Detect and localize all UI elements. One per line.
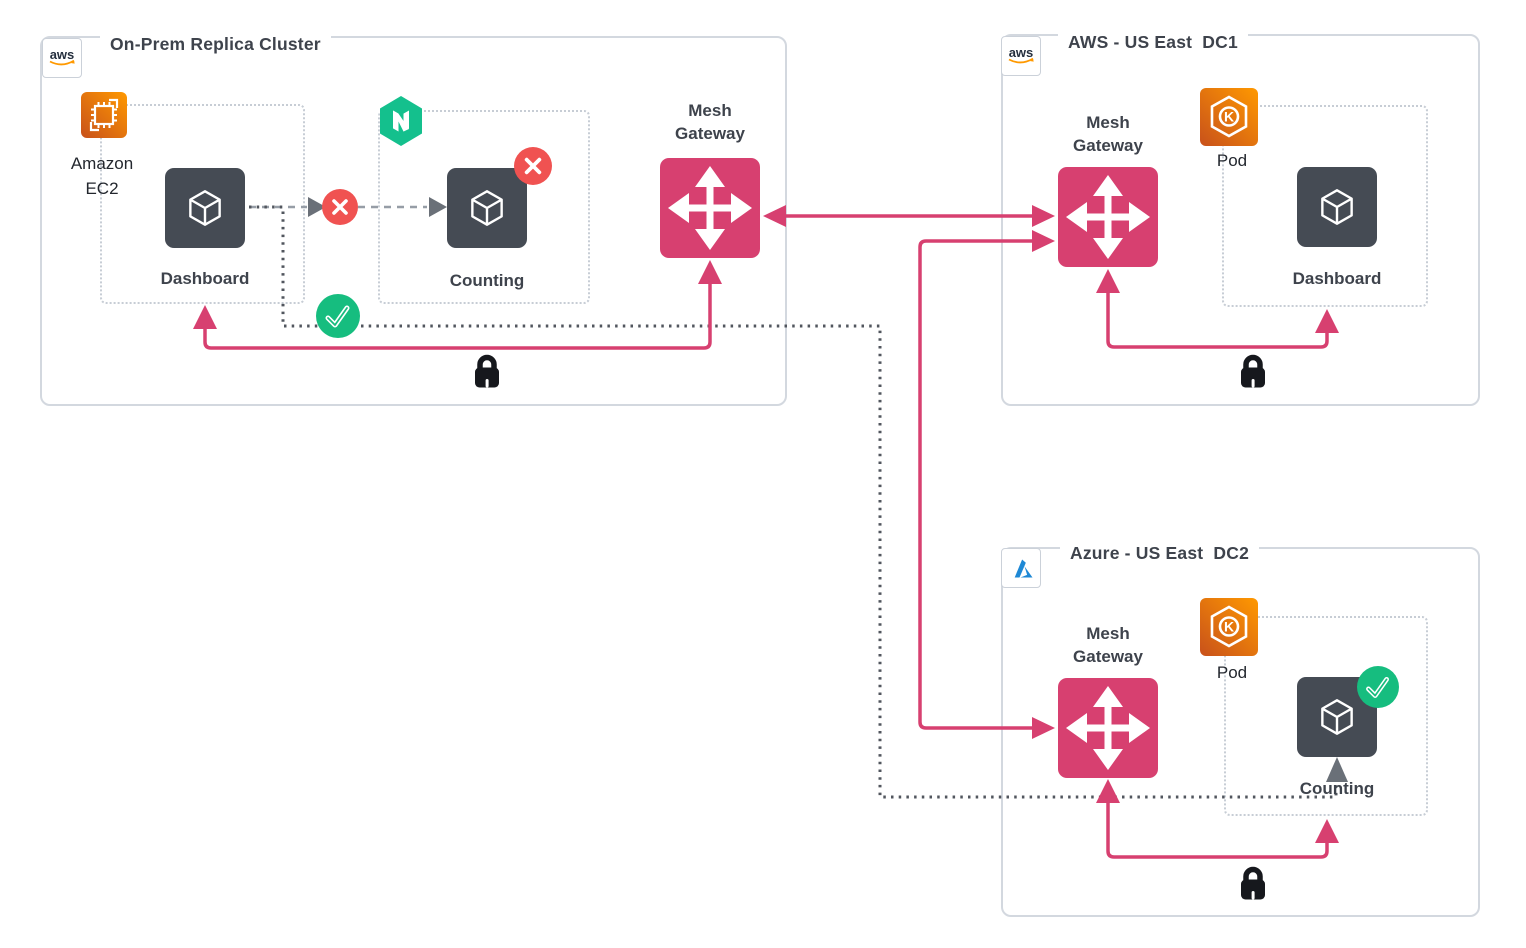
dc1-gateway-to-dashboard-link (1106, 292, 1329, 349)
service-group-onprem-counting (378, 110, 590, 304)
arrowhead-into-dc1-dashboard-group (1315, 309, 1339, 333)
svg-text:K: K (1224, 619, 1234, 635)
lock-icon (1236, 864, 1270, 907)
service-group-dc1-dashboard (1222, 105, 1428, 307)
failover-dotted-path (249, 205, 1338, 799)
ec2-chip-glyph (89, 98, 119, 132)
nomad-hexagon-glyph (380, 96, 422, 146)
lock-glyph (475, 354, 499, 388)
dc2-mesh-gateway (1058, 678, 1158, 778)
arrowhead-into-dc1-gateway-underside (1096, 269, 1120, 293)
success-check-icon (1357, 666, 1399, 708)
kubernetes-pod-icon: K (1200, 88, 1258, 146)
x-glyph (332, 199, 348, 215)
dashed-arrowhead-to-counting (429, 197, 447, 217)
arrowhead-into-dc2-counting-group (1315, 819, 1339, 843)
dc1-gateway-label: Mesh Gateway (1073, 113, 1143, 155)
lock-icon (1236, 352, 1270, 395)
service-container-onprem-counting (447, 168, 527, 248)
pod-label: Pod (1216, 663, 1248, 682)
azure-logo-icon (1014, 559, 1033, 578)
aws-logo-icon: aws (49, 47, 75, 66)
pod-label: Pod (1216, 151, 1248, 170)
dashed-arrowhead-to-failpoint (308, 197, 326, 217)
mesh-gateway-move-icon (1066, 686, 1150, 770)
success-check-icon (316, 294, 360, 338)
onprem-gateway-label: Mesh Gateway (675, 101, 745, 143)
container-cube-icon (1321, 189, 1353, 225)
cluster-title-onprem: On-Prem Replica Cluster (100, 31, 331, 58)
gateway-trunk-link-dc1-dc2 (918, 239, 1033, 730)
check-glyph (1366, 676, 1389, 698)
dc1-dashboard-label: Dashboard (1292, 269, 1382, 288)
aws-logo: aws (42, 38, 82, 78)
error-x-icon (514, 147, 552, 185)
container-cube-icon (189, 190, 221, 226)
x-glyph (524, 157, 542, 175)
lock-icon (470, 352, 504, 395)
error-x-icon (322, 189, 358, 225)
mesh-gateway-move-icon (1066, 175, 1150, 259)
lock-glyph (1241, 866, 1265, 900)
arrowhead-into-onprem-dashboard-group (193, 305, 217, 329)
dc2-gateway-to-counting-link (1106, 802, 1329, 859)
onprem-gateway-to-dashboard-link (203, 283, 712, 350)
service-container-dc1-dashboard (1297, 167, 1377, 247)
pod-hexagon-glyph: K (1210, 605, 1248, 648)
amazon-ec2-icon (81, 92, 127, 138)
lock-glyph (1241, 354, 1265, 388)
aws-logo: aws (1001, 36, 1041, 76)
container-cube-icon (471, 190, 503, 226)
dc2-counting-label: Counting (1299, 779, 1375, 798)
container-cube-icon (1321, 699, 1353, 735)
arrowhead-into-dc2-gateway-left (1032, 717, 1055, 739)
aws-logo-icon: aws (1008, 45, 1034, 64)
dc1-mesh-gateway (1058, 167, 1158, 267)
svg-text:aws: aws (50, 47, 75, 62)
service-group-dc2-counting (1224, 616, 1428, 816)
onprem-mesh-gateway (660, 158, 760, 258)
arrowhead-into-dc1-gateway-top (1032, 205, 1055, 227)
ec2-label: Amazon EC2 (70, 154, 134, 198)
onprem-counting-label: Counting (449, 271, 525, 290)
kubernetes-pod-icon: K (1200, 598, 1258, 656)
arrowhead-into-onprem-gateway (763, 205, 786, 227)
pod-hexagon-glyph: K (1210, 95, 1248, 138)
arrowhead-into-dc2-gateway-underside (1096, 779, 1120, 803)
mesh-gateway-move-icon (668, 166, 752, 250)
svg-text:aws: aws (1009, 45, 1034, 60)
cluster-title-aws-dc1: AWS - US East DC1 (1058, 29, 1248, 56)
service-group-onprem-dashboard (100, 104, 305, 304)
onprem-dashboard-label: Dashboard (160, 269, 250, 288)
nomad-icon (379, 95, 423, 152)
arrowhead-into-onprem-gateway-bottom (698, 260, 722, 284)
azure-logo (1001, 548, 1041, 588)
check-glyph (325, 305, 350, 328)
failover-arrowhead-to-dc2-counting (1326, 757, 1348, 782)
svg-text:K: K (1224, 109, 1234, 125)
service-container-onprem-dashboard (165, 168, 245, 248)
dc2-gateway-label: Mesh Gateway (1073, 624, 1143, 666)
cluster-title-azure-dc2: Azure - US East DC2 (1060, 540, 1260, 567)
arrowhead-into-dc1-gateway-bottom (1032, 230, 1055, 252)
